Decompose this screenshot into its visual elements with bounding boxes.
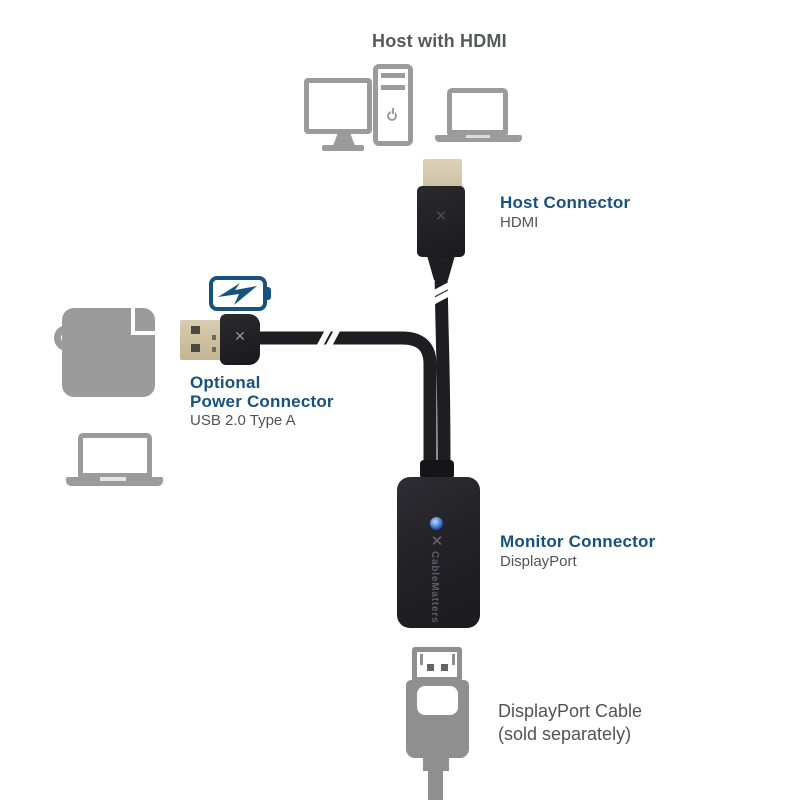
battery-terminal — [266, 287, 271, 300]
usb-cable — [257, 331, 437, 462]
led-indicator — [430, 517, 443, 530]
usb-contact-hole — [191, 344, 200, 352]
monitor-connector-title: Monitor Connector — [500, 532, 656, 551]
power-button-tick — [391, 108, 395, 114]
laptop-base-notch — [466, 135, 490, 138]
usb-plug-overmold — [220, 314, 260, 365]
lightning-bolt-icon — [218, 283, 257, 305]
monitor-connector-subtitle: DisplayPort — [500, 553, 577, 570]
dp-contact-dot — [427, 664, 434, 671]
usb-plug-shell — [180, 320, 221, 360]
tower-icon — [373, 64, 413, 146]
monitor-icon — [304, 78, 372, 134]
brand-logo-icon: ✕ — [430, 533, 444, 550]
adapter-body — [62, 308, 155, 397]
laptop-screen — [78, 433, 152, 478]
dp-cable-label-line1: DisplayPort Cable — [498, 701, 643, 721]
power-connector-title-line2: Power Connector — [190, 392, 334, 411]
dp-cable — [428, 770, 443, 800]
cable-break-mark — [425, 278, 459, 308]
device-brand-text: CableMatters — [429, 551, 440, 624]
power-connector-title-line1: Optional — [190, 373, 261, 392]
usb-contact-hole — [191, 326, 200, 334]
usb-contact-spring — [212, 335, 216, 340]
adapter-corner-notch — [131, 308, 155, 335]
host-connector-subtitle: HDMI — [500, 214, 539, 231]
strain-collar — [420, 460, 454, 479]
power-connector-subtitle: USB 2.0 Type A — [190, 412, 296, 429]
host-group-title: Host with HDMI — [372, 31, 507, 51]
host-connector-title: Host Connector — [500, 193, 631, 212]
dp-contact-dot — [441, 664, 448, 671]
tower-drive-slot — [381, 85, 405, 90]
laptop-base — [435, 135, 522, 142]
brand-logo-icon: ✕ — [434, 208, 448, 225]
dp-plug-window — [417, 686, 458, 715]
hdmi-plug-body — [417, 186, 465, 257]
brand-logo-icon: ✕ — [234, 328, 246, 344]
dp-cable-stub — [423, 757, 449, 771]
hdmi-plug-contact — [423, 159, 462, 187]
monitor-base — [322, 145, 364, 151]
laptop-base-notch — [100, 477, 126, 481]
hdmi-strain-relief — [426, 252, 456, 280]
laptop-base — [66, 477, 163, 486]
dp-cable-label-line2: (sold separately) — [498, 724, 632, 744]
hdmi-cable — [434, 249, 451, 463]
dp-pin — [420, 654, 423, 665]
usb-contact-spring — [212, 347, 216, 352]
laptop-screen — [447, 88, 508, 135]
tower-drive-slot — [381, 73, 405, 78]
monitor-stand — [333, 134, 355, 146]
adapter-device-body — [397, 477, 480, 628]
dp-pin — [452, 654, 455, 665]
cable-break-mark — [314, 321, 344, 353]
